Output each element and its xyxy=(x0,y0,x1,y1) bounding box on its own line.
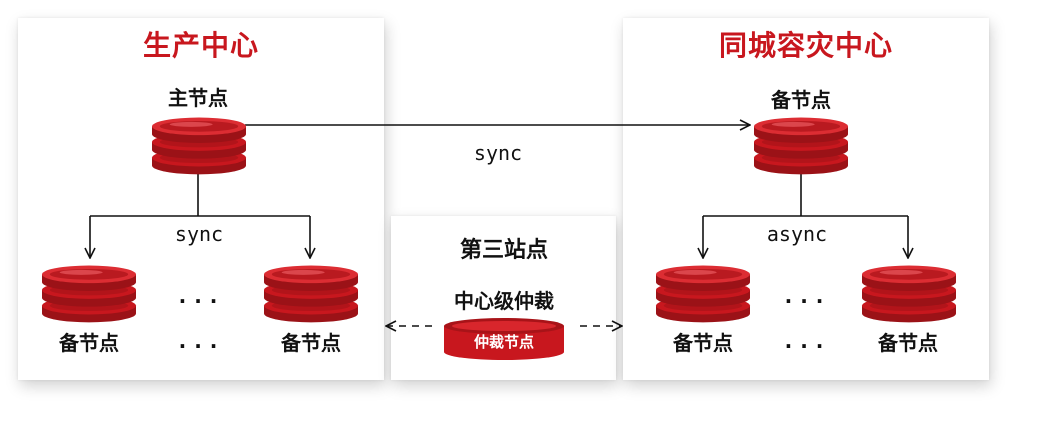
production-sync-label: sync xyxy=(174,222,224,246)
dr-async-label: async xyxy=(766,222,828,246)
dr-standby-right-db-icon xyxy=(862,265,956,323)
cross-site-sync-label: sync xyxy=(473,141,523,165)
prod-standby-left-db-icon xyxy=(42,265,136,323)
dr-standby-top-label: 备节点 xyxy=(771,88,831,112)
prod-ellipsis-lower: ... xyxy=(178,329,226,353)
primary-node-db-icon xyxy=(152,117,246,175)
dr-standby-top-db-icon xyxy=(754,117,848,175)
dr-fanout-lines xyxy=(703,174,908,258)
dr-standby-left-label: 备节点 xyxy=(673,331,733,355)
dr-ellipsis-upper: ... xyxy=(784,284,832,308)
prod-standby-right-label: 备节点 xyxy=(281,331,341,355)
production-fanout-lines xyxy=(90,174,310,258)
dr-ellipsis-lower: ... xyxy=(784,329,832,353)
primary-node-label: 主节点 xyxy=(168,86,228,110)
arbiter-node-icon xyxy=(444,318,564,360)
third-site-title: 第三站点 xyxy=(459,237,549,263)
dr-standby-right-label: 备节点 xyxy=(878,331,938,355)
prod-standby-right-db-icon xyxy=(264,265,358,323)
production-center-title: 生产中心 xyxy=(142,29,260,62)
dr-standby-left-db-icon xyxy=(656,265,750,323)
arbiter-node-label: 仲裁节点 xyxy=(473,333,535,351)
prod-standby-left-label: 备节点 xyxy=(59,331,119,355)
prod-ellipsis-upper: ... xyxy=(178,284,226,308)
dr-center-title: 同城容灾中心 xyxy=(718,29,894,62)
arbitration-subtitle: 中心级仲裁 xyxy=(454,289,554,313)
